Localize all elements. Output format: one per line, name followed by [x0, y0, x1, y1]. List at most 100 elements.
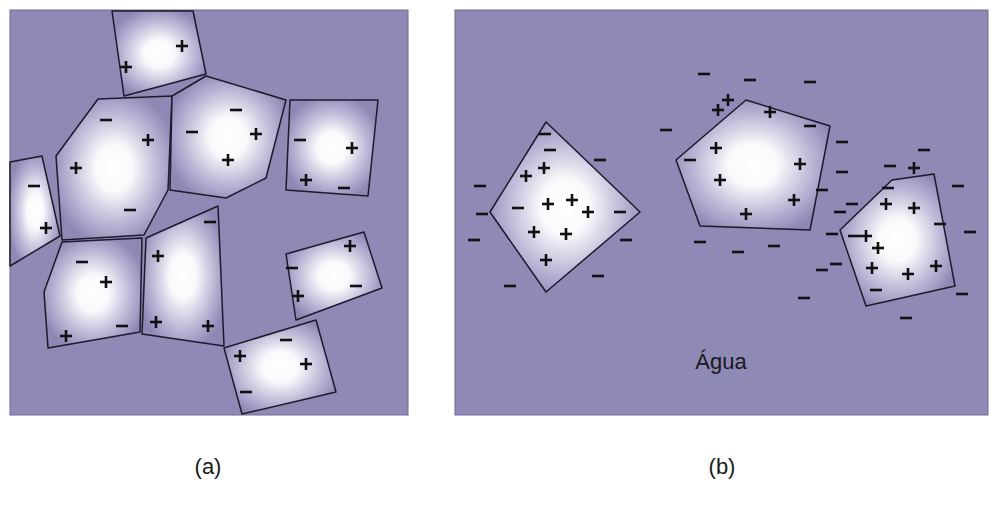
negative-charge [846, 204, 858, 205]
positive-charge [100, 276, 112, 288]
charge-bar [207, 320, 210, 332]
negative-charge [240, 392, 252, 393]
negative-charge [826, 234, 838, 235]
negative-charge [620, 240, 632, 241]
charge-bar [836, 141, 848, 144]
charge-bar [871, 262, 874, 274]
particle [840, 174, 955, 306]
positive-charge [908, 162, 920, 174]
positive-charge [930, 260, 942, 272]
charges [28, 40, 976, 392]
positive-charge [292, 290, 304, 302]
charge-bar [804, 81, 816, 84]
charge-bar [240, 391, 252, 394]
particle [286, 232, 382, 320]
negative-charge [230, 110, 242, 111]
positive-charge [528, 226, 540, 238]
negative-charge [544, 150, 556, 151]
charge-bar [75, 162, 78, 174]
charge-bar [848, 235, 860, 238]
negative-charge [694, 242, 706, 243]
charge-bar [732, 251, 744, 254]
negative-charge [294, 140, 306, 141]
positive-charge [794, 158, 806, 170]
charge-bar [125, 61, 128, 73]
charge-bar [286, 267, 298, 270]
particle [112, 11, 206, 96]
positive-charge [872, 242, 884, 254]
charge-bar [280, 339, 292, 342]
negative-charge [830, 264, 842, 265]
charge-bar [870, 289, 882, 292]
charge-bar [952, 185, 964, 188]
charge-bar [826, 233, 838, 236]
positive-charge [346, 142, 358, 154]
particle [10, 156, 60, 266]
particle [676, 100, 830, 230]
positive-charge [880, 198, 892, 210]
negative-charge [116, 326, 128, 327]
negative-charge [816, 270, 828, 271]
charge-bar [587, 206, 590, 218]
charge-bar [793, 194, 796, 206]
charge-bar [565, 228, 568, 240]
particle [44, 238, 142, 348]
negative-charge [732, 252, 744, 253]
charge-bar [297, 290, 300, 302]
charge-bar [816, 269, 828, 272]
negative-charge [768, 246, 780, 247]
panel-ground [455, 10, 988, 415]
positive-charge [560, 228, 572, 240]
negative-charge [186, 132, 198, 133]
panel-label-holder: (b) [709, 454, 736, 480]
negative-charge [744, 80, 756, 81]
charge-bar [846, 203, 858, 206]
charge-bar [305, 174, 308, 186]
negative-charge [476, 214, 488, 215]
charge-bar [964, 231, 976, 234]
positive-charge [234, 350, 246, 362]
negative-charge [918, 150, 930, 151]
positive-charge [300, 174, 312, 186]
charge-bar [230, 109, 242, 112]
charge-bar [533, 226, 536, 238]
positive-charge [740, 208, 752, 220]
charge-bar [719, 174, 722, 186]
positive-charge [142, 134, 154, 146]
positive-charge [566, 194, 578, 206]
positive-charge [152, 250, 164, 262]
charge-bar [620, 239, 632, 242]
negative-charge [836, 172, 848, 173]
negative-charge [848, 236, 860, 237]
positive-charge [714, 174, 726, 186]
charge-bar [816, 189, 828, 192]
negative-charge [834, 212, 846, 213]
charge-bar [512, 207, 524, 210]
charge-bar [65, 330, 68, 342]
positive-charge [222, 154, 234, 166]
positive-charge [70, 162, 82, 174]
charge-bar [76, 261, 88, 264]
positive-charge [710, 142, 722, 154]
negative-charge [124, 210, 136, 211]
charge-bar [698, 73, 710, 76]
charge-bar [913, 202, 916, 214]
charge-bar [660, 129, 672, 132]
charge-bar [239, 350, 242, 362]
charge-bar [727, 94, 730, 106]
particle [224, 320, 336, 414]
positive-charge [764, 106, 776, 118]
charge-bar [545, 254, 548, 266]
negative-charge [698, 74, 710, 75]
negative-charge [952, 186, 964, 187]
charge-bar [45, 222, 48, 234]
medium-label-holder: Água [695, 349, 746, 375]
charge-bar [836, 171, 848, 174]
negative-charge [956, 294, 968, 295]
charge-bar [157, 250, 160, 262]
charge-bar [918, 149, 930, 152]
charge-bar [100, 119, 112, 122]
positive-charge [908, 202, 920, 214]
positive-charge [202, 320, 214, 332]
positive-charge [902, 268, 914, 280]
